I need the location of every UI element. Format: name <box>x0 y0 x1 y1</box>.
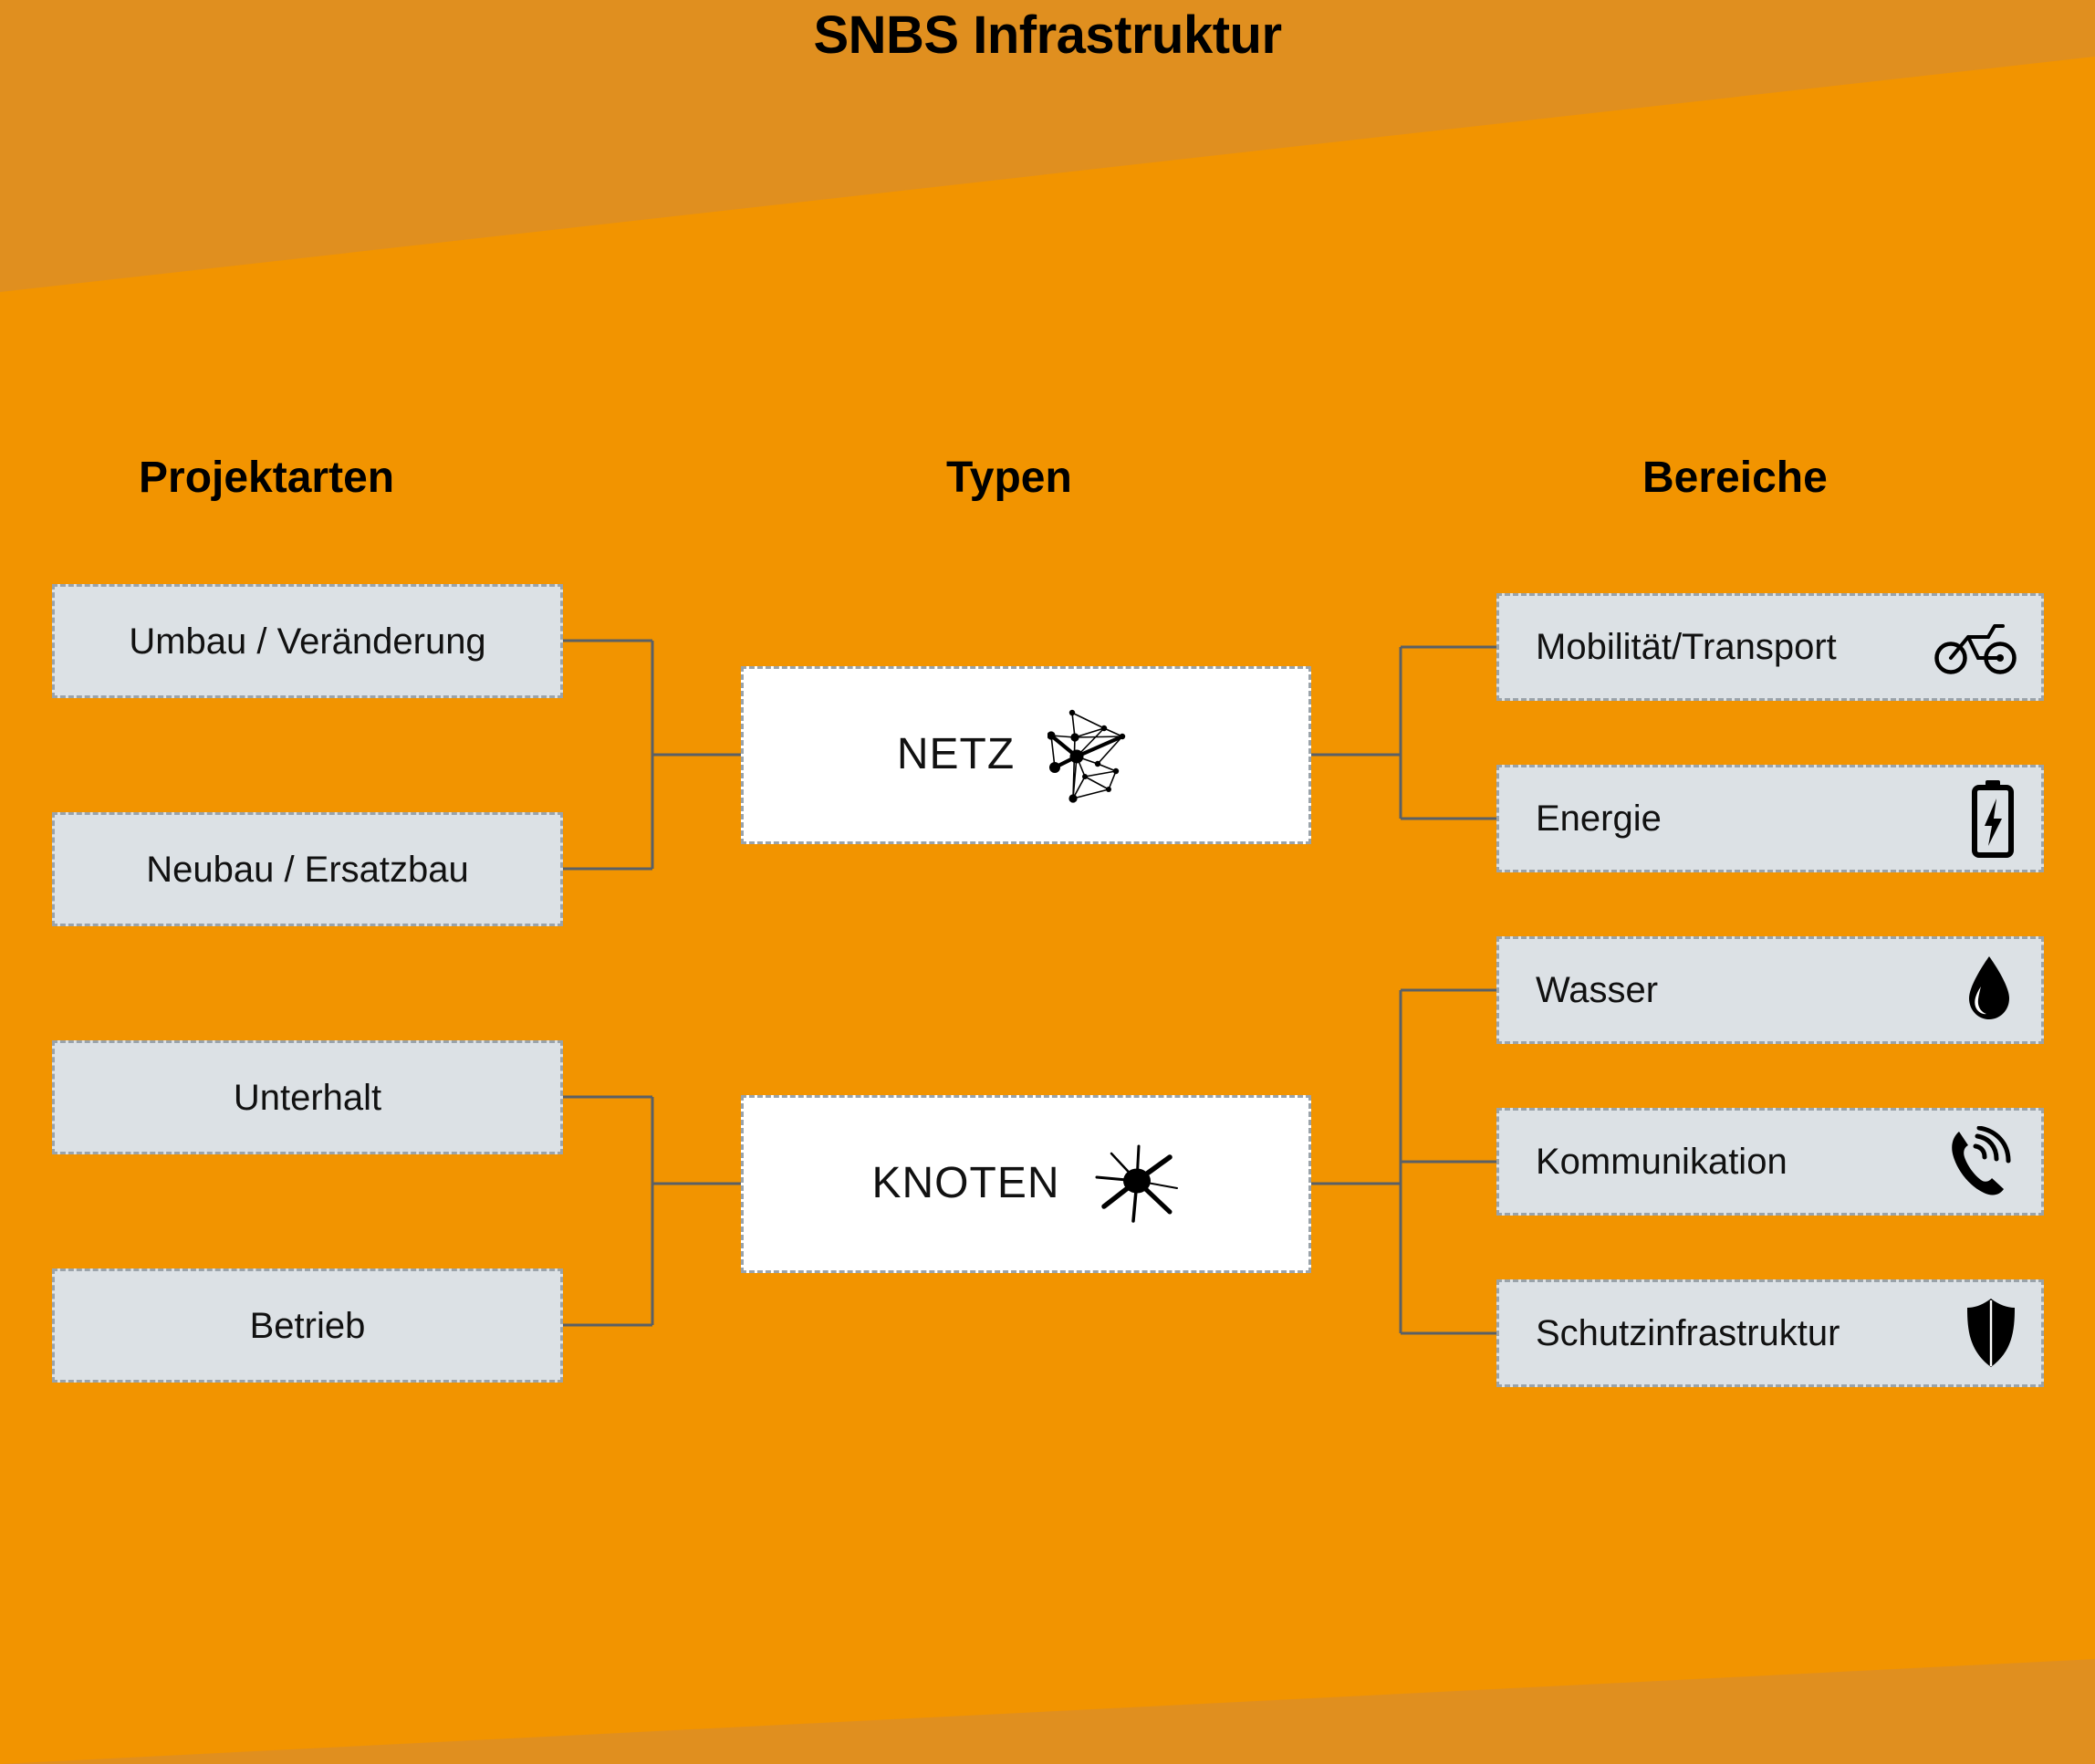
node-label: Unterhalt <box>233 1077 382 1118</box>
typ-netz[interactable]: NETZ <box>741 666 1311 844</box>
projektart-unterhalt[interactable]: Unterhalt <box>52 1040 563 1154</box>
network-graph-icon <box>1048 705 1155 807</box>
bereich-kommunikation[interactable]: Kommunikation <box>1496 1108 2044 1216</box>
projektart-betrieb[interactable]: Betrieb <box>52 1268 563 1383</box>
bicycle-icon <box>1933 619 2017 675</box>
column-header-projektarten: Projektarten <box>139 454 395 502</box>
node-burst-icon <box>1093 1141 1181 1228</box>
node-label: Energie <box>1536 798 1662 839</box>
battery-bolt-icon <box>1968 778 2017 859</box>
node-label: Mobilität/Transport <box>1536 627 1837 667</box>
bereich-energie[interactable]: Energie <box>1496 765 2044 872</box>
shield-icon <box>1965 1297 2017 1370</box>
node-label: Umbau / Veränderung <box>129 621 486 662</box>
node-label: NETZ <box>896 730 1016 779</box>
typ-knoten[interactable]: KNOTEN <box>741 1095 1311 1273</box>
node-label: Wasser <box>1536 970 1659 1010</box>
projektart-umbau-veraenderung[interactable]: Umbau / Veränderung <box>52 584 563 698</box>
bereich-mobilitaet-transport[interactable]: Mobilität/Transport <box>1496 593 2044 701</box>
node-label: Schutzinfrastruktur <box>1536 1313 1840 1353</box>
water-drop-icon <box>1961 954 2017 1027</box>
node-label: Kommunikation <box>1536 1142 1788 1182</box>
node-label: Neubau / Ersatzbau <box>146 849 469 890</box>
projektart-neubau-ersatzbau[interactable]: Neubau / Ersatzbau <box>52 812 563 926</box>
phone-signal-icon <box>1948 1126 2017 1197</box>
node-label: Betrieb <box>249 1305 366 1346</box>
page-title: SNBS Infrastruktur <box>813 5 1282 65</box>
bereich-schutzinfrastruktur[interactable]: Schutzinfrastruktur <box>1496 1279 2044 1387</box>
column-header-typen: Typen <box>946 454 1072 502</box>
column-header-bereiche: Bereiche <box>1642 454 1828 502</box>
node-label: KNOTEN <box>871 1159 1060 1208</box>
bereich-wasser[interactable]: Wasser <box>1496 936 2044 1044</box>
background-band-bottom <box>0 1659 2095 1764</box>
